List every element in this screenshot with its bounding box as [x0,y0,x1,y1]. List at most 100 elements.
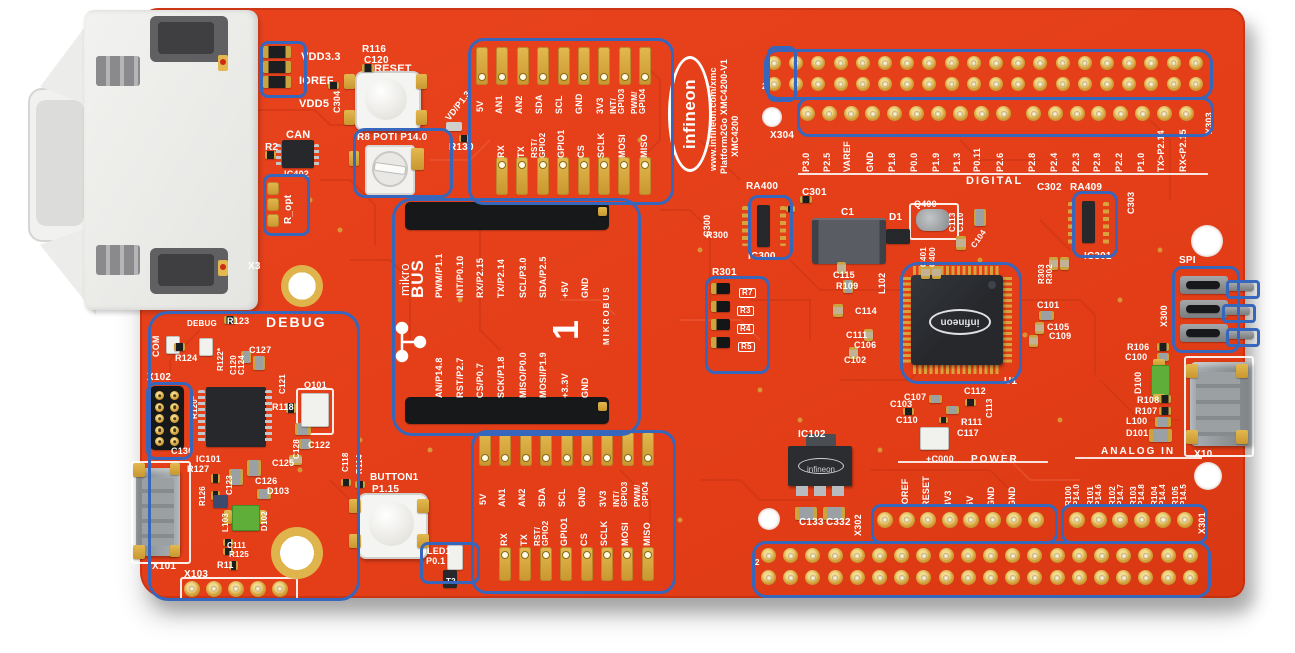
bottom-right-row2-pad [1182,570,1198,585]
bottom-right-row2-pad [1160,570,1176,585]
silk-line [898,461,1048,463]
silk-c332: C332 [826,517,851,528]
silk-p2-3: P2.3 [1071,152,1081,172]
bottom-right-row1-pad [805,548,821,563]
smd-component [812,218,886,264]
top-shield-row2-pad [536,157,549,195]
r-opt-pads-pad [267,182,279,195]
silk-can: CAN [286,129,311,141]
x304-row1-pad [1122,56,1137,70]
smd-component [174,343,185,351]
smd-component [1068,202,1074,244]
bottom-right-row1-pad [1094,548,1109,563]
silk-p1-15: P1.15 [372,484,400,495]
top-shield-row2-pad [638,157,651,195]
ic102-leg3 [832,486,844,496]
silk-q400: Q400 [914,199,937,209]
smd-component [198,390,205,444]
ic102-leg1 [796,486,808,496]
smd-component [416,74,427,89]
silk-r2: R2 [265,142,279,153]
bottom-shield-row2-pad [641,547,654,581]
silk-p0-11: P0.11 [972,147,982,172]
x103-row-pad [184,581,200,597]
silk-xmc4200: XMC4200 [730,115,740,157]
x304-row2-pad [878,77,892,91]
x303-group2-pad [1026,106,1041,121]
x303-group1-pad [800,106,815,121]
silk-p2-9: P2.9 [1092,152,1102,172]
power-header-pad [877,512,893,528]
analog-header-pad [1090,512,1107,528]
db9-lug-top [96,56,140,86]
smd-component [355,481,365,488]
silk-c103: C103 [890,399,913,409]
smd-component [241,351,251,363]
x303-group2-pad [1156,106,1172,121]
silk-reset: RESET [921,475,931,507]
silk-frame [1184,356,1254,457]
smd-component [447,545,463,570]
smd-component [446,122,462,131]
smd-component [1236,364,1248,378]
smd-component [286,403,296,413]
silk-c113: C113 [985,398,994,418]
silk-c114: C114 [855,306,877,316]
silk-d100: D100 [1133,371,1143,394]
bottom-shield-row1-pad [560,432,573,466]
x304-row1-pad [900,56,915,70]
db9-lug-bottom [96,245,140,275]
silk-x3: X3 [248,261,261,272]
silk-line [1075,457,1202,459]
x103-row-pad [228,581,244,597]
silk-varef: VAREF [842,141,852,172]
silk-c302: C302 [1037,182,1062,193]
bottom-right-row1-pad [849,548,865,563]
silk-r8-poti-p14-0: R8 POTI P14.0 [357,132,428,143]
bottom-right-row1-pad [1160,548,1176,563]
silk-debug: DEBUG [266,314,327,330]
bottom-right-row2-pad [805,570,821,585]
x303-group1-pad [843,106,859,121]
bottom-right-row1-pad [894,548,910,563]
smd-component [742,206,748,246]
x304-row1-pad [1055,56,1070,70]
bottom-right-row2-pad [1049,570,1065,585]
smd-component [1035,322,1044,334]
x303-group2-pad [1178,106,1194,121]
smd-component [921,266,930,279]
x304-row1-pad [944,56,959,70]
bottom-shield-row2-pad [499,547,511,581]
smd-component [1186,305,1220,313]
smd-component [247,460,261,476]
bottom-shield-row2-pad [519,547,532,581]
bottom-right-row2-pad [783,570,799,585]
top-shield-row1-pad [537,47,550,85]
annotation-analog-header [1061,504,1208,544]
top-shield-row1-pad [557,47,570,85]
smd-component [1049,257,1058,270]
x102-col2-pad [170,391,179,400]
top-shield-row1-pad [496,47,509,85]
silk-p14-6: P14.6 [1094,484,1103,506]
silk-www-infineon-com-xmc: www.infineon.com/xmc [708,67,718,171]
db9-opening-bottom-inner [158,254,214,286]
silk-r302: R302 [1045,264,1054,284]
bottom-shield-row2-pad [580,547,593,581]
smd-component [1060,257,1069,270]
power-header-pad [1006,512,1022,528]
smd-component [253,356,265,370]
smd-component [417,499,429,513]
top-shield-row1-pad [578,47,590,85]
annotation-poti-r8 [353,128,453,198]
smd-component [1226,283,1254,291]
silk-ioref: IOREF [299,75,334,87]
x304-row1-pad [922,56,937,70]
smd-component [170,463,180,475]
smd-component [459,135,469,142]
bottom-right-row2-pad [761,570,776,585]
smd-component [886,229,910,244]
bottom-right-row1-pad [916,548,932,563]
power-header-pad [898,512,915,528]
